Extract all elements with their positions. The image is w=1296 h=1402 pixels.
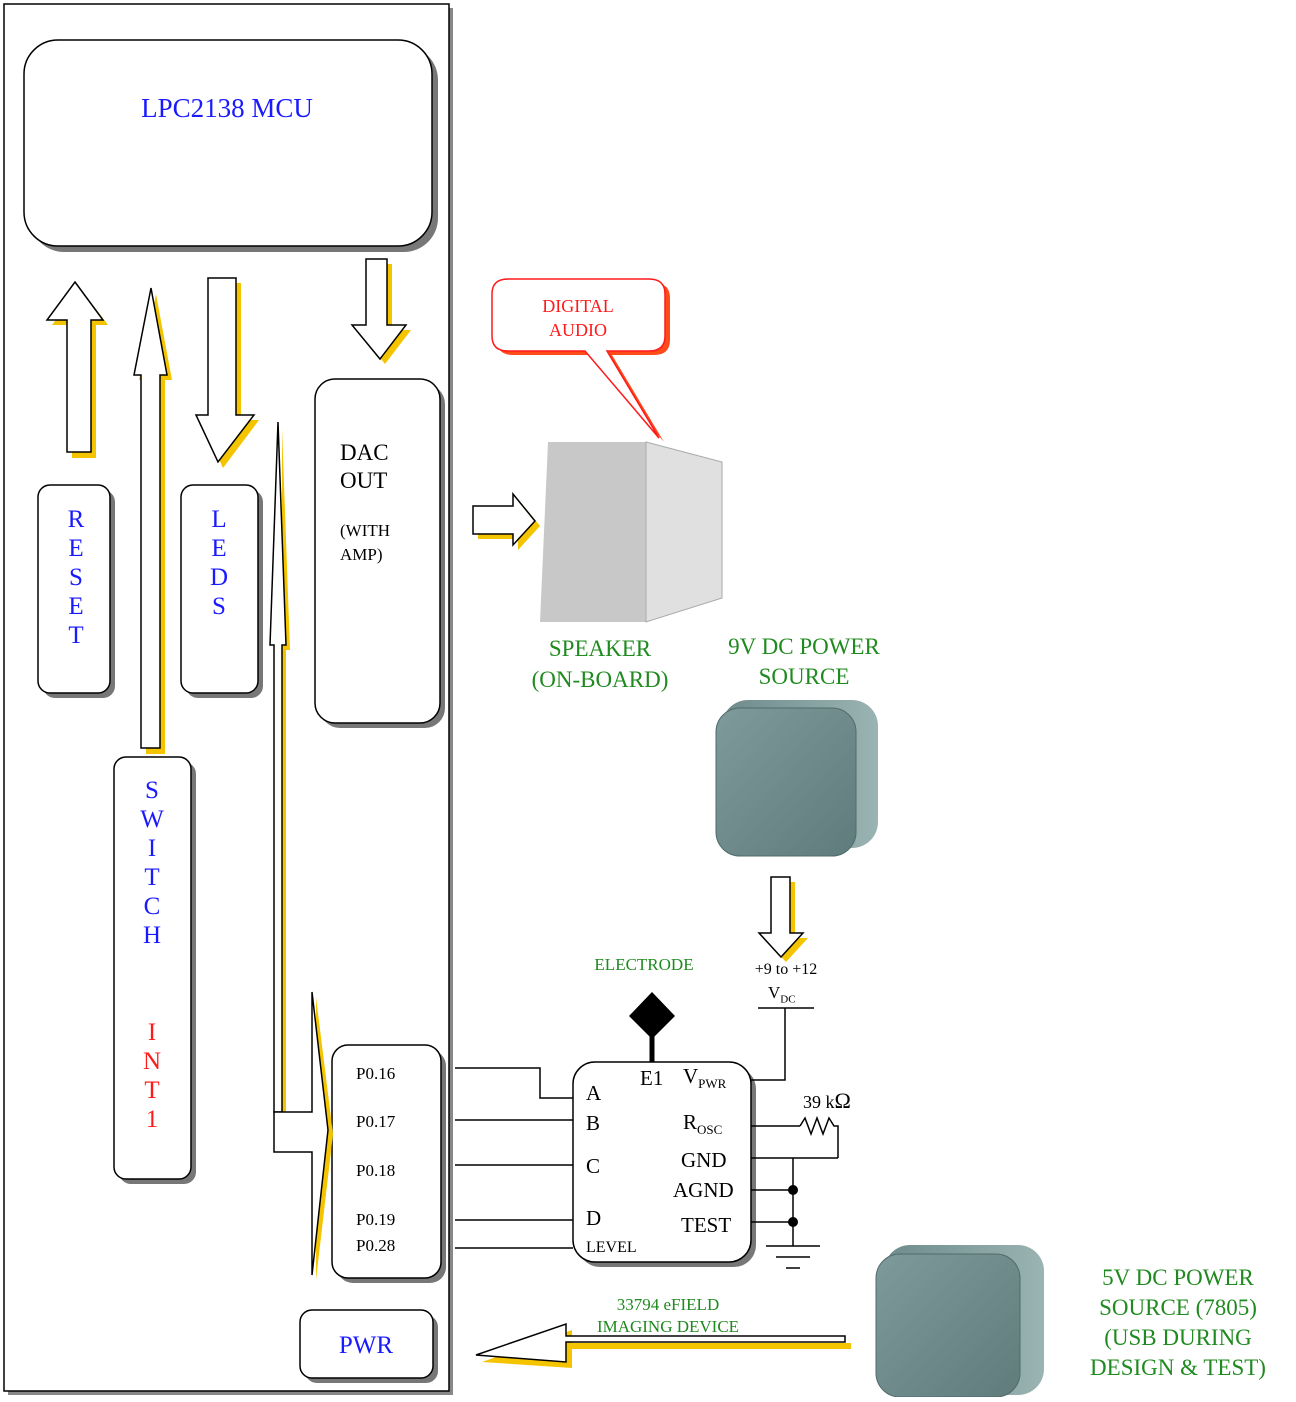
device-line2: IMAGING DEVICE	[596, 1317, 740, 1336]
int1-letter: T	[144, 1077, 160, 1104]
chip-pin-b: B	[586, 1111, 601, 1135]
pwr-label: PWR	[338, 1332, 394, 1359]
speaker-line2: (ON-BOARD)	[531, 667, 669, 692]
reset-letter: E	[68, 535, 84, 562]
chip-vpwr: VPWR	[683, 1064, 727, 1092]
switch-letter: W	[140, 806, 164, 833]
port-wires	[455, 1067, 573, 1249]
switch-up-arrow	[133, 287, 172, 754]
power5v-line4: DESIGN & TEST)	[1090, 1355, 1266, 1380]
switch-label: S W I T C H	[139, 776, 165, 950]
callout-line2: AUDIO	[549, 320, 607, 340]
reset-letter: T	[68, 622, 84, 649]
int1-label: I N T 1	[139, 1018, 165, 1134]
switch-letter: C	[143, 893, 161, 920]
leds-letter: S	[212, 593, 226, 620]
chip-agnd: AGND	[673, 1178, 734, 1202]
int1-letter: N	[142, 1048, 162, 1075]
chip-test: TEST	[681, 1213, 732, 1237]
ground-network	[751, 1157, 838, 1269]
leds-letter: L	[211, 506, 227, 533]
mcu-title: LPC2138 MCU	[141, 93, 313, 123]
chip-pin-c: C	[586, 1154, 601, 1178]
device-line1: 33794 eFIELD	[616, 1295, 720, 1314]
speaker-line1: SPEAKER	[548, 636, 652, 661]
leds-box	[180, 484, 263, 698]
speaker-right-arrow	[472, 491, 540, 550]
chip-vpwr-v: V	[683, 1064, 699, 1088]
port-wedge-arrow	[273, 991, 333, 1280]
chip-pin-a: A	[586, 1081, 602, 1105]
port-pin-label: P0.19	[356, 1210, 396, 1229]
callout-line1: DIGITAL	[542, 296, 614, 316]
resistor-value: 39 k	[803, 1092, 835, 1112]
chip-vpwr-sub: PWR	[698, 1076, 727, 1092]
dac-line1: DAC	[340, 440, 389, 465]
reset-box	[37, 484, 115, 698]
reset-letter: S	[69, 564, 83, 591]
leds-letter: E	[211, 535, 227, 562]
power5v-left-arrow	[475, 1322, 851, 1368]
rosc-resistor	[751, 1115, 839, 1158]
electrode-label: ELECTRODE	[594, 955, 694, 974]
reset-letter: E	[68, 593, 84, 620]
supply-v-sub: DC	[780, 993, 796, 1006]
electrode-icon	[629, 992, 675, 1062]
power5v-line1: 5V DC POWER	[1102, 1265, 1254, 1290]
imaging-chip	[572, 1061, 756, 1267]
battery-9v-icon	[715, 700, 878, 857]
supply-wires	[751, 1007, 814, 1081]
leds-down-arrow	[194, 277, 259, 468]
chip-rosc: ROSC	[683, 1110, 723, 1138]
port-up-arrow	[269, 421, 290, 1116]
dac-line2: OUT	[340, 468, 388, 493]
dac-box	[314, 378, 445, 728]
chip-pin-d: D	[586, 1206, 602, 1230]
pwr-box	[299, 1309, 438, 1383]
resistor-label: 39 kΩ	[803, 1090, 851, 1112]
power9v-down-arrow	[757, 876, 808, 962]
int1-letter: I	[147, 1019, 157, 1046]
mcu-block	[23, 39, 438, 252]
port-pin-label: P0.18	[356, 1161, 396, 1180]
dac-note2: AMP)	[340, 545, 383, 564]
resistor-unit: Ω	[834, 1088, 851, 1113]
int1-letter: 1	[145, 1106, 159, 1133]
supply-label: +9 to +12	[754, 961, 818, 978]
leds-letter: D	[209, 564, 229, 591]
port-pin-label: P0.17	[356, 1112, 396, 1131]
battery-5v-icon	[875, 1245, 1044, 1398]
power5v-line3: (USB DURING	[1104, 1325, 1252, 1350]
power5v-line2: SOURCE (7805)	[1099, 1295, 1257, 1320]
chip-rosc-r: R	[683, 1110, 698, 1134]
reset-label: R E S E T	[63, 505, 89, 650]
supply-v-label: VDC	[768, 984, 796, 1005]
port-pin-label: P0.16	[356, 1064, 396, 1083]
reset-up-arrow	[45, 280, 108, 458]
chip-rosc-sub: OSC	[697, 1122, 723, 1138]
dac-down-arrow	[350, 258, 411, 364]
switch-letter: H	[142, 922, 162, 949]
switch-box	[113, 756, 196, 1184]
switch-letter: S	[145, 777, 159, 804]
chip-pin-level: LEVEL	[586, 1239, 637, 1256]
chip-gnd: GND	[681, 1148, 727, 1172]
leds-label: L E D S	[206, 505, 232, 621]
chip-e1: E1	[640, 1066, 664, 1090]
port-pin-label: P0.28	[356, 1236, 396, 1255]
supply-v: V	[768, 983, 781, 1002]
speaker-icon	[540, 441, 723, 623]
switch-letter: I	[147, 835, 157, 862]
port-box	[331, 1044, 446, 1283]
dac-note1: (WITH	[340, 521, 391, 540]
power9v-line2: SOURCE	[758, 664, 850, 689]
power9v-line1: 9V DC POWER	[728, 634, 880, 659]
reset-letter: R	[67, 506, 85, 533]
test-junction-dot	[788, 1217, 798, 1227]
agnd-junction-dot	[788, 1185, 798, 1195]
digital-audio-callout	[491, 278, 670, 442]
switch-letter: T	[144, 864, 160, 891]
